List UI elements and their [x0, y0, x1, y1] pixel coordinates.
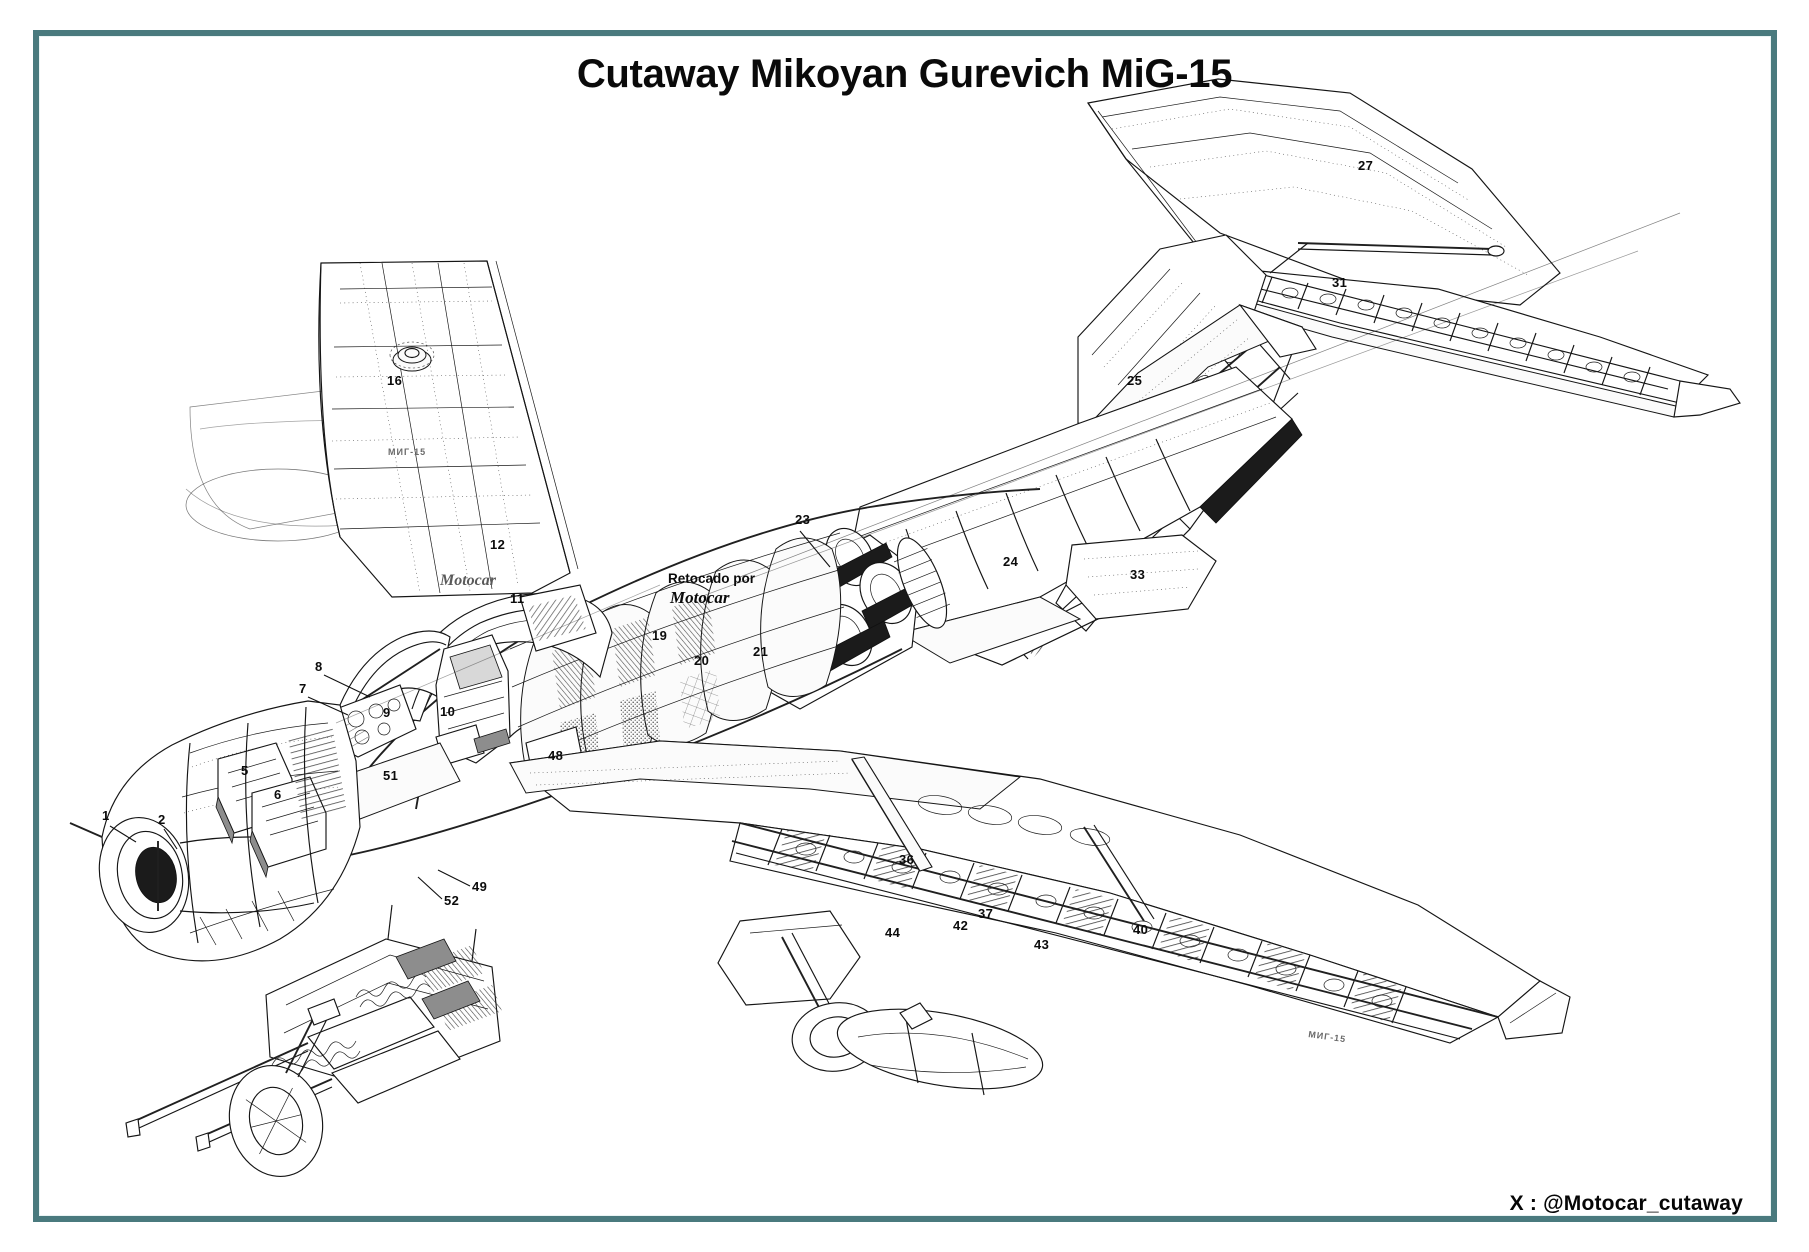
callout-layer: 1 2 5 6 7 8 9 10 11 12 16 19 20 21 23 24…	[102, 158, 1373, 952]
callout: 6	[274, 787, 282, 802]
main-landing-gear	[717, 910, 1044, 1096]
svg-text:42: 42	[953, 918, 968, 933]
callout: 2	[158, 812, 178, 850]
nose-intake	[98, 816, 190, 934]
wing-stencil: МИГ-15	[1308, 1029, 1347, 1044]
svg-text:21: 21	[753, 644, 768, 659]
cannon-assembly	[125, 938, 502, 1152]
callout: 49	[437, 869, 487, 894]
svg-text:11: 11	[510, 591, 525, 606]
callout: 27	[1358, 158, 1373, 173]
instrument-panel	[331, 684, 417, 758]
svg-text:12: 12	[490, 537, 505, 552]
callout: 24	[1003, 554, 1019, 569]
callout: 9	[383, 705, 391, 720]
tail-stencil: МИГ-15	[388, 447, 426, 457]
drop-tank	[836, 1002, 1044, 1096]
svg-text:25: 25	[1127, 373, 1142, 388]
svg-text:20: 20	[694, 653, 709, 668]
gun-pack-and-nose-gear	[125, 904, 502, 1178]
cutaway-illustration: Motocar МИГ-15	[40, 37, 1770, 1215]
callout: 52	[417, 876, 459, 908]
callout: 33	[1130, 567, 1145, 582]
svg-text:44: 44	[885, 925, 901, 940]
svg-text:24: 24	[1003, 554, 1019, 569]
callout: 21	[753, 644, 768, 659]
svg-text:49: 49	[472, 879, 487, 894]
retouch-line-2: Motocar	[669, 588, 730, 607]
svg-text:52: 52	[444, 893, 459, 908]
recoil-spring-2	[355, 973, 431, 1008]
vertical-stabilizer: Motocar МИГ-15	[318, 260, 579, 598]
svg-text:27: 27	[1358, 158, 1373, 173]
callout: 48	[548, 748, 563, 763]
port-wing: МИГ-15	[508, 740, 1571, 1044]
callout: 40	[1133, 922, 1148, 937]
callout: 23	[795, 512, 831, 568]
svg-text:48: 48	[548, 748, 563, 763]
callout: 43	[1034, 937, 1049, 952]
svg-text:1: 1	[102, 808, 110, 823]
svg-text:19: 19	[652, 628, 667, 643]
tail-watermark: Motocar	[439, 572, 497, 589]
callout: 19	[652, 628, 667, 643]
svg-text:36: 36	[899, 852, 914, 867]
fuselage-structure	[339, 488, 1041, 858]
retouch-credit: Retocado por Motocar	[668, 571, 756, 607]
svg-text:33: 33	[1130, 567, 1145, 582]
callout: 16	[387, 373, 402, 388]
airbrake-panel	[1055, 534, 1217, 632]
svg-text:16: 16	[387, 373, 402, 388]
callout: 8	[315, 659, 371, 698]
callout: 10	[440, 704, 455, 719]
turbine	[893, 537, 951, 629]
callout: 12	[490, 537, 505, 552]
svg-text:23: 23	[795, 512, 810, 527]
svg-text:5: 5	[241, 763, 249, 778]
callout: 25	[1127, 373, 1142, 388]
svg-text:31: 31	[1332, 275, 1347, 290]
svg-text:43: 43	[1034, 937, 1049, 952]
horizontal-stabilizer	[1087, 78, 1741, 418]
callout: 37	[978, 906, 993, 921]
callout: 31	[1332, 275, 1347, 290]
callout: 20	[694, 653, 709, 668]
nose-section	[69, 700, 361, 962]
callout: 11	[510, 591, 525, 606]
svg-text:2: 2	[158, 812, 166, 827]
cockpit	[331, 584, 613, 820]
svg-text:40: 40	[1133, 922, 1148, 937]
callout: 36	[899, 852, 914, 867]
fin-access-port	[389, 341, 435, 372]
svg-text:6: 6	[274, 787, 282, 802]
retouch-line-1: Retocado por	[668, 571, 756, 586]
svg-text:10: 10	[440, 704, 455, 719]
aircraft-cutaway-svg: Motocar МИГ-15	[69, 78, 1741, 1178]
callout: 7	[299, 681, 349, 716]
callout: 1	[102, 808, 137, 843]
callout: 44	[885, 925, 901, 940]
ejection-seat	[435, 634, 511, 766]
svg-text:9: 9	[383, 705, 391, 720]
svg-text:7: 7	[299, 681, 307, 696]
construction-leaders	[335, 212, 1681, 724]
callout: 51	[383, 768, 398, 783]
aft-fuselage	[845, 366, 1303, 664]
svg-text:37: 37	[978, 906, 993, 921]
svg-text:51: 51	[383, 768, 398, 783]
nose-wheel	[228, 998, 341, 1178]
callout: 42	[953, 918, 968, 933]
svg-text:8: 8	[315, 659, 323, 674]
social-handle: X : @Motocar_cutaway	[1509, 1192, 1743, 1215]
page-title: Cutaway Mikoyan Gurevich MiG-15	[576, 52, 1233, 96]
callout: 5	[241, 763, 249, 778]
